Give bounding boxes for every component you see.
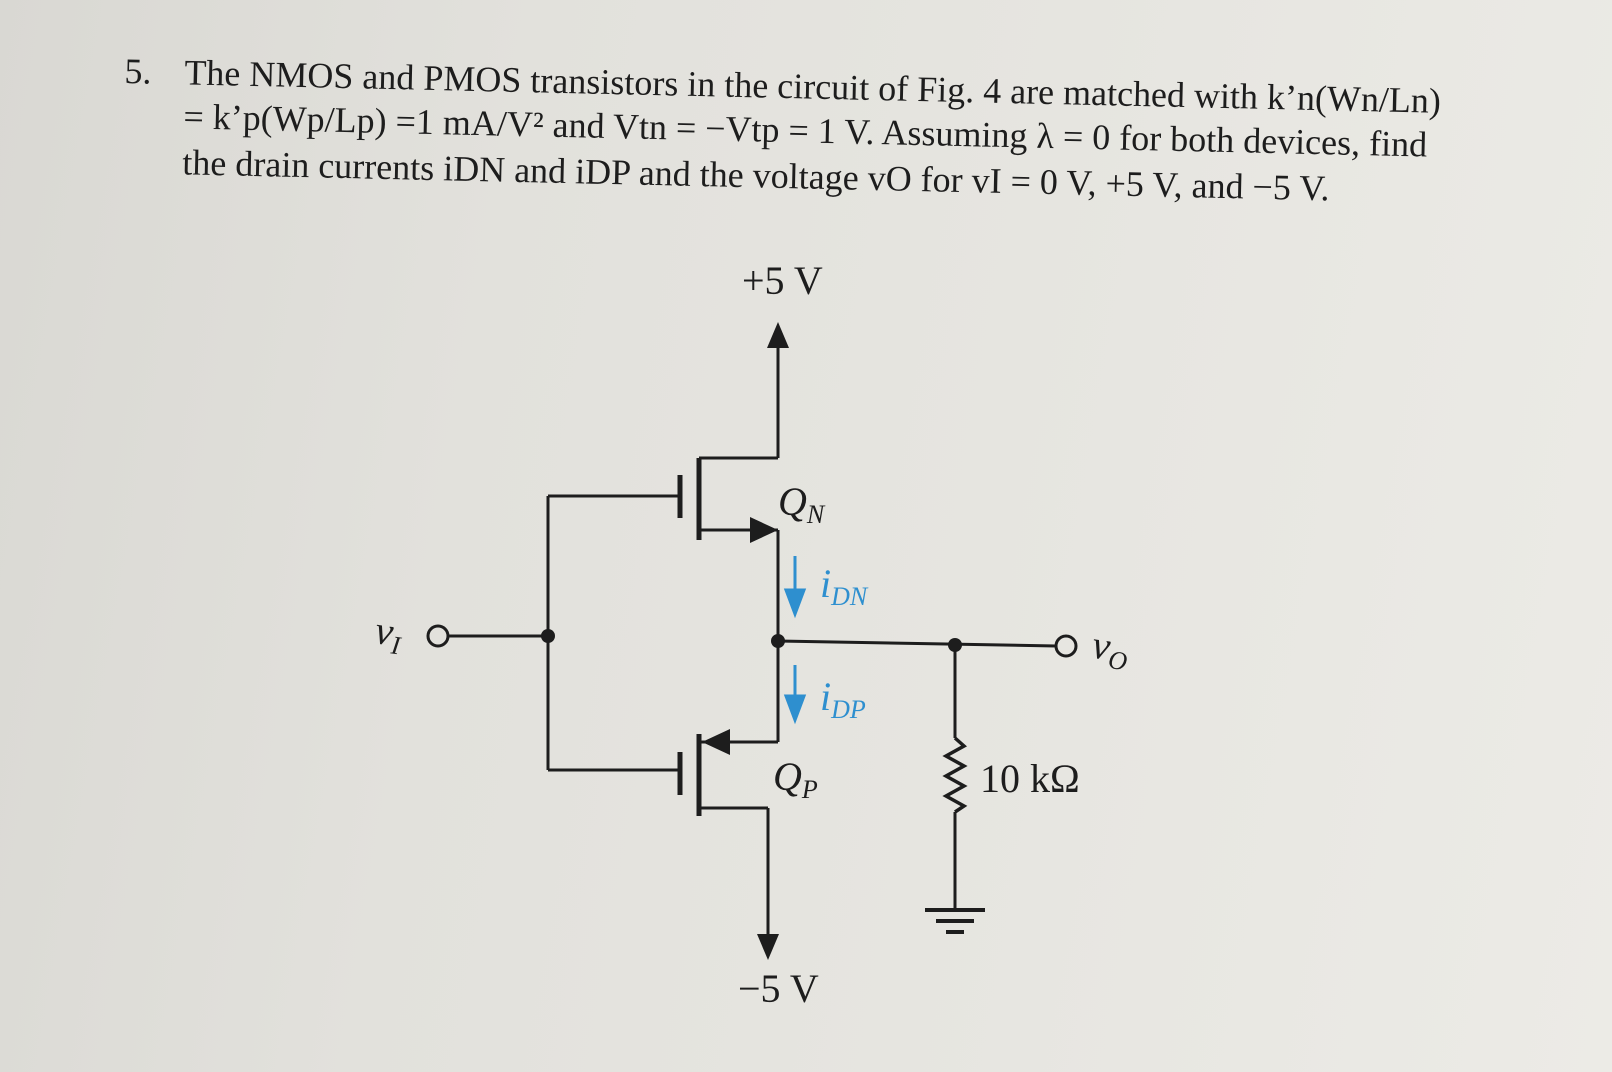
resistor-zigzag <box>942 736 968 814</box>
pmos-source-arrow-icon <box>702 729 730 755</box>
supply-bottom-label: −5 V <box>738 966 819 1011</box>
nmos-label: QN <box>778 479 826 529</box>
input-label: vI <box>372 607 406 660</box>
nmos-source-arrow-icon <box>750 517 778 543</box>
current-dp-label: iDP <box>820 674 866 724</box>
input-terminal <box>426 624 450 648</box>
supply-top-label: +5 V <box>742 258 823 303</box>
output-terminal <box>1054 634 1078 658</box>
vss-arrow-icon <box>757 934 779 960</box>
current-dn-label: iDN <box>820 561 869 611</box>
resistor-label: 10 kΩ <box>980 756 1080 801</box>
pmos-label: QP <box>773 754 818 804</box>
circuit-wires <box>448 345 1057 935</box>
output-junction-dot <box>771 634 785 648</box>
gate-junction-dot <box>541 629 555 643</box>
output-label: vO <box>1089 622 1132 677</box>
current-arrow-dp-icon <box>783 665 807 725</box>
vdd-arrow-icon <box>767 322 789 348</box>
current-arrow-dn-icon <box>783 556 807 619</box>
output-wire <box>777 639 1057 648</box>
resistor-junction-dot <box>948 638 962 652</box>
